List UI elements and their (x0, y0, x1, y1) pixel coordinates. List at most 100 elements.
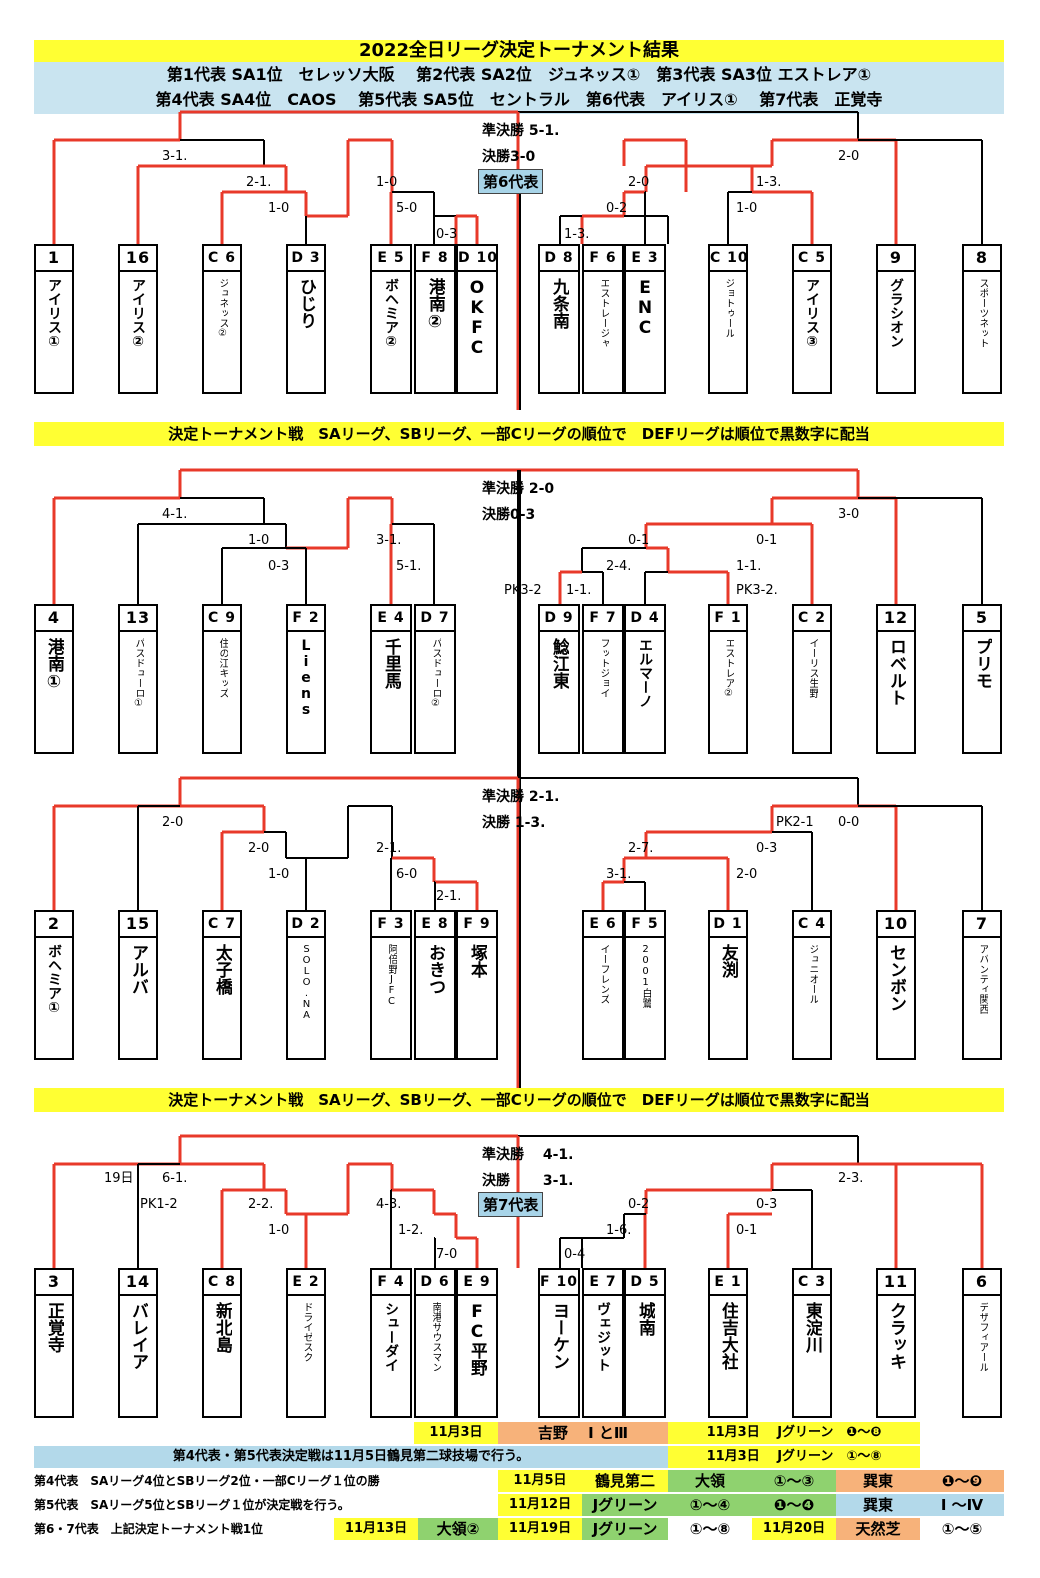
team-seed: F 1 (710, 606, 746, 632)
sched-r5-range: ①～⑧ (668, 1518, 752, 1540)
page-title: 2022全日リーグ決定トーナメント結果 (34, 40, 1004, 62)
score-label: 2-1. (376, 841, 402, 856)
team-seed: E 1 (710, 1270, 746, 1296)
sched-r1-slot: 11月3日 Jグリーン ❶～❽ (668, 1422, 920, 1444)
team-seed: 16 (120, 246, 156, 272)
team-name: 住吉大社 (718, 1302, 738, 1370)
score-label: 1-0 (268, 201, 290, 216)
score-label: 2-1. (246, 175, 272, 190)
sched-r1-date: 11月3日 (414, 1422, 498, 1444)
score-label: 0-3 (436, 227, 458, 242)
team-name: グラシオン (888, 278, 904, 348)
team-seed: D 10 (458, 246, 497, 272)
team-name: ジョトゥール (723, 278, 734, 338)
sched-r4-venue2: 巽東 (836, 1494, 920, 1516)
sched-r5-date2: 11月19日 (498, 1518, 582, 1540)
team-name: 太子橋 (212, 944, 232, 995)
team-seed: 2 (36, 912, 72, 938)
team-name: バレイア (128, 1302, 148, 1370)
sched-r3-note: 第4代表 SAリーグ4位とSBリーグ2位・一部Cリーグ１位の勝 (34, 1474, 380, 1488)
score-label: PK2-1 (776, 815, 814, 830)
sched-r5-venue2: Jグリーン (582, 1518, 668, 1540)
team-box: F 7 フットジョイ (582, 604, 624, 754)
team-box: E 8 おきつ (414, 910, 456, 1060)
team-name: 城南 (635, 1302, 655, 1336)
team-name: 正覚寺 (44, 1302, 64, 1353)
team-seed: 5 (964, 606, 1000, 632)
sched-r1-venue: 吉野 I とⅢ (498, 1422, 668, 1444)
representatives-line-2: 第4代表 SA4位 CAOS 第5代表 SA5位 セントラル 第6代表 アイリス… (155, 90, 883, 109)
team-seed: E 2 (288, 1270, 324, 1296)
score-label: 0-1 (736, 1223, 758, 1238)
bracket-4-semi: 準決勝 4-1. (482, 1147, 574, 1163)
team-name: 鯰江東 (549, 638, 569, 689)
score-label: 1-0 (268, 1223, 290, 1238)
representatives-panel: 第1代表 SA1位 セレッソ大阪 第2代表 SA2位 ジュネッス① 第3代表 S… (34, 62, 1004, 114)
divider-note-1: 決定トーナメント戦 SAリーグ、SBリーグ、一部Cリーグの順位で DEFリーグは… (34, 422, 1004, 446)
team-seed: D 9 (540, 606, 578, 632)
team-name: フットジョイ (598, 638, 609, 698)
team-box: D 6 南港サウスマン (414, 1268, 456, 1418)
team-name: ヨーケン (549, 1302, 569, 1370)
score-label: 2-0 (162, 815, 184, 830)
score-label: 6-1. (162, 1171, 188, 1186)
team-name: 2001白鷺 (640, 944, 651, 1008)
team-seed: D 4 (626, 606, 664, 632)
team-seed: F 7 (584, 606, 622, 632)
team-name: ボヘミア② (383, 278, 399, 350)
team-seed: C 6 (204, 246, 240, 272)
bracket-4-final: 決勝 3-1. (482, 1173, 574, 1189)
team-name: 千里馬 (381, 638, 401, 689)
team-name: Liens (298, 638, 314, 718)
team-seed: E 8 (416, 912, 454, 938)
score-label: 1-1. (736, 559, 762, 574)
team-name: FC平野 (467, 1302, 487, 1376)
team-seed: C 8 (204, 1270, 240, 1296)
team-seed: C 3 (794, 1270, 830, 1296)
team-seed: C 4 (794, 912, 830, 938)
bracket-1-final: 決勝3-0 (482, 149, 536, 165)
score-label: 0-3 (268, 559, 290, 574)
team-seed: C 5 (794, 246, 830, 272)
score-label: 1-0 (248, 533, 270, 548)
team-box: C 7 太子橋 (202, 910, 242, 1060)
score-label: 2-0 (248, 841, 270, 856)
team-name: ロベルト (886, 638, 906, 706)
sched-r3-range2: ❶～❾ (920, 1470, 1004, 1492)
team-name: 南港サウスマン (430, 1302, 441, 1372)
score-label: 1-3. (564, 227, 590, 242)
team-seed: D 6 (416, 1270, 454, 1296)
team-seed: 4 (36, 606, 72, 632)
team-name: おきつ (425, 944, 445, 995)
team-name: アバンティ関西 (977, 944, 988, 1014)
sched-r4-range3: I ～Ⅳ (920, 1494, 1004, 1516)
bracket-2-final: 決勝0-3 (482, 507, 536, 523)
score-label: 1-3. (756, 175, 782, 190)
team-seed: C 7 (204, 912, 240, 938)
team-seed: F 10 (540, 1270, 578, 1296)
score-label: 3-1. (606, 867, 632, 882)
bracket-3-final: 決勝 1-3. (482, 815, 546, 831)
score-label: 0-1 (756, 533, 778, 548)
sched-r2-note: 第4代表・第5代表決定戦は11月5日鶴見第二球技場で行う。 (34, 1446, 668, 1468)
score-label: 0-3 (756, 1197, 778, 1212)
team-seed: C 9 (204, 606, 240, 632)
